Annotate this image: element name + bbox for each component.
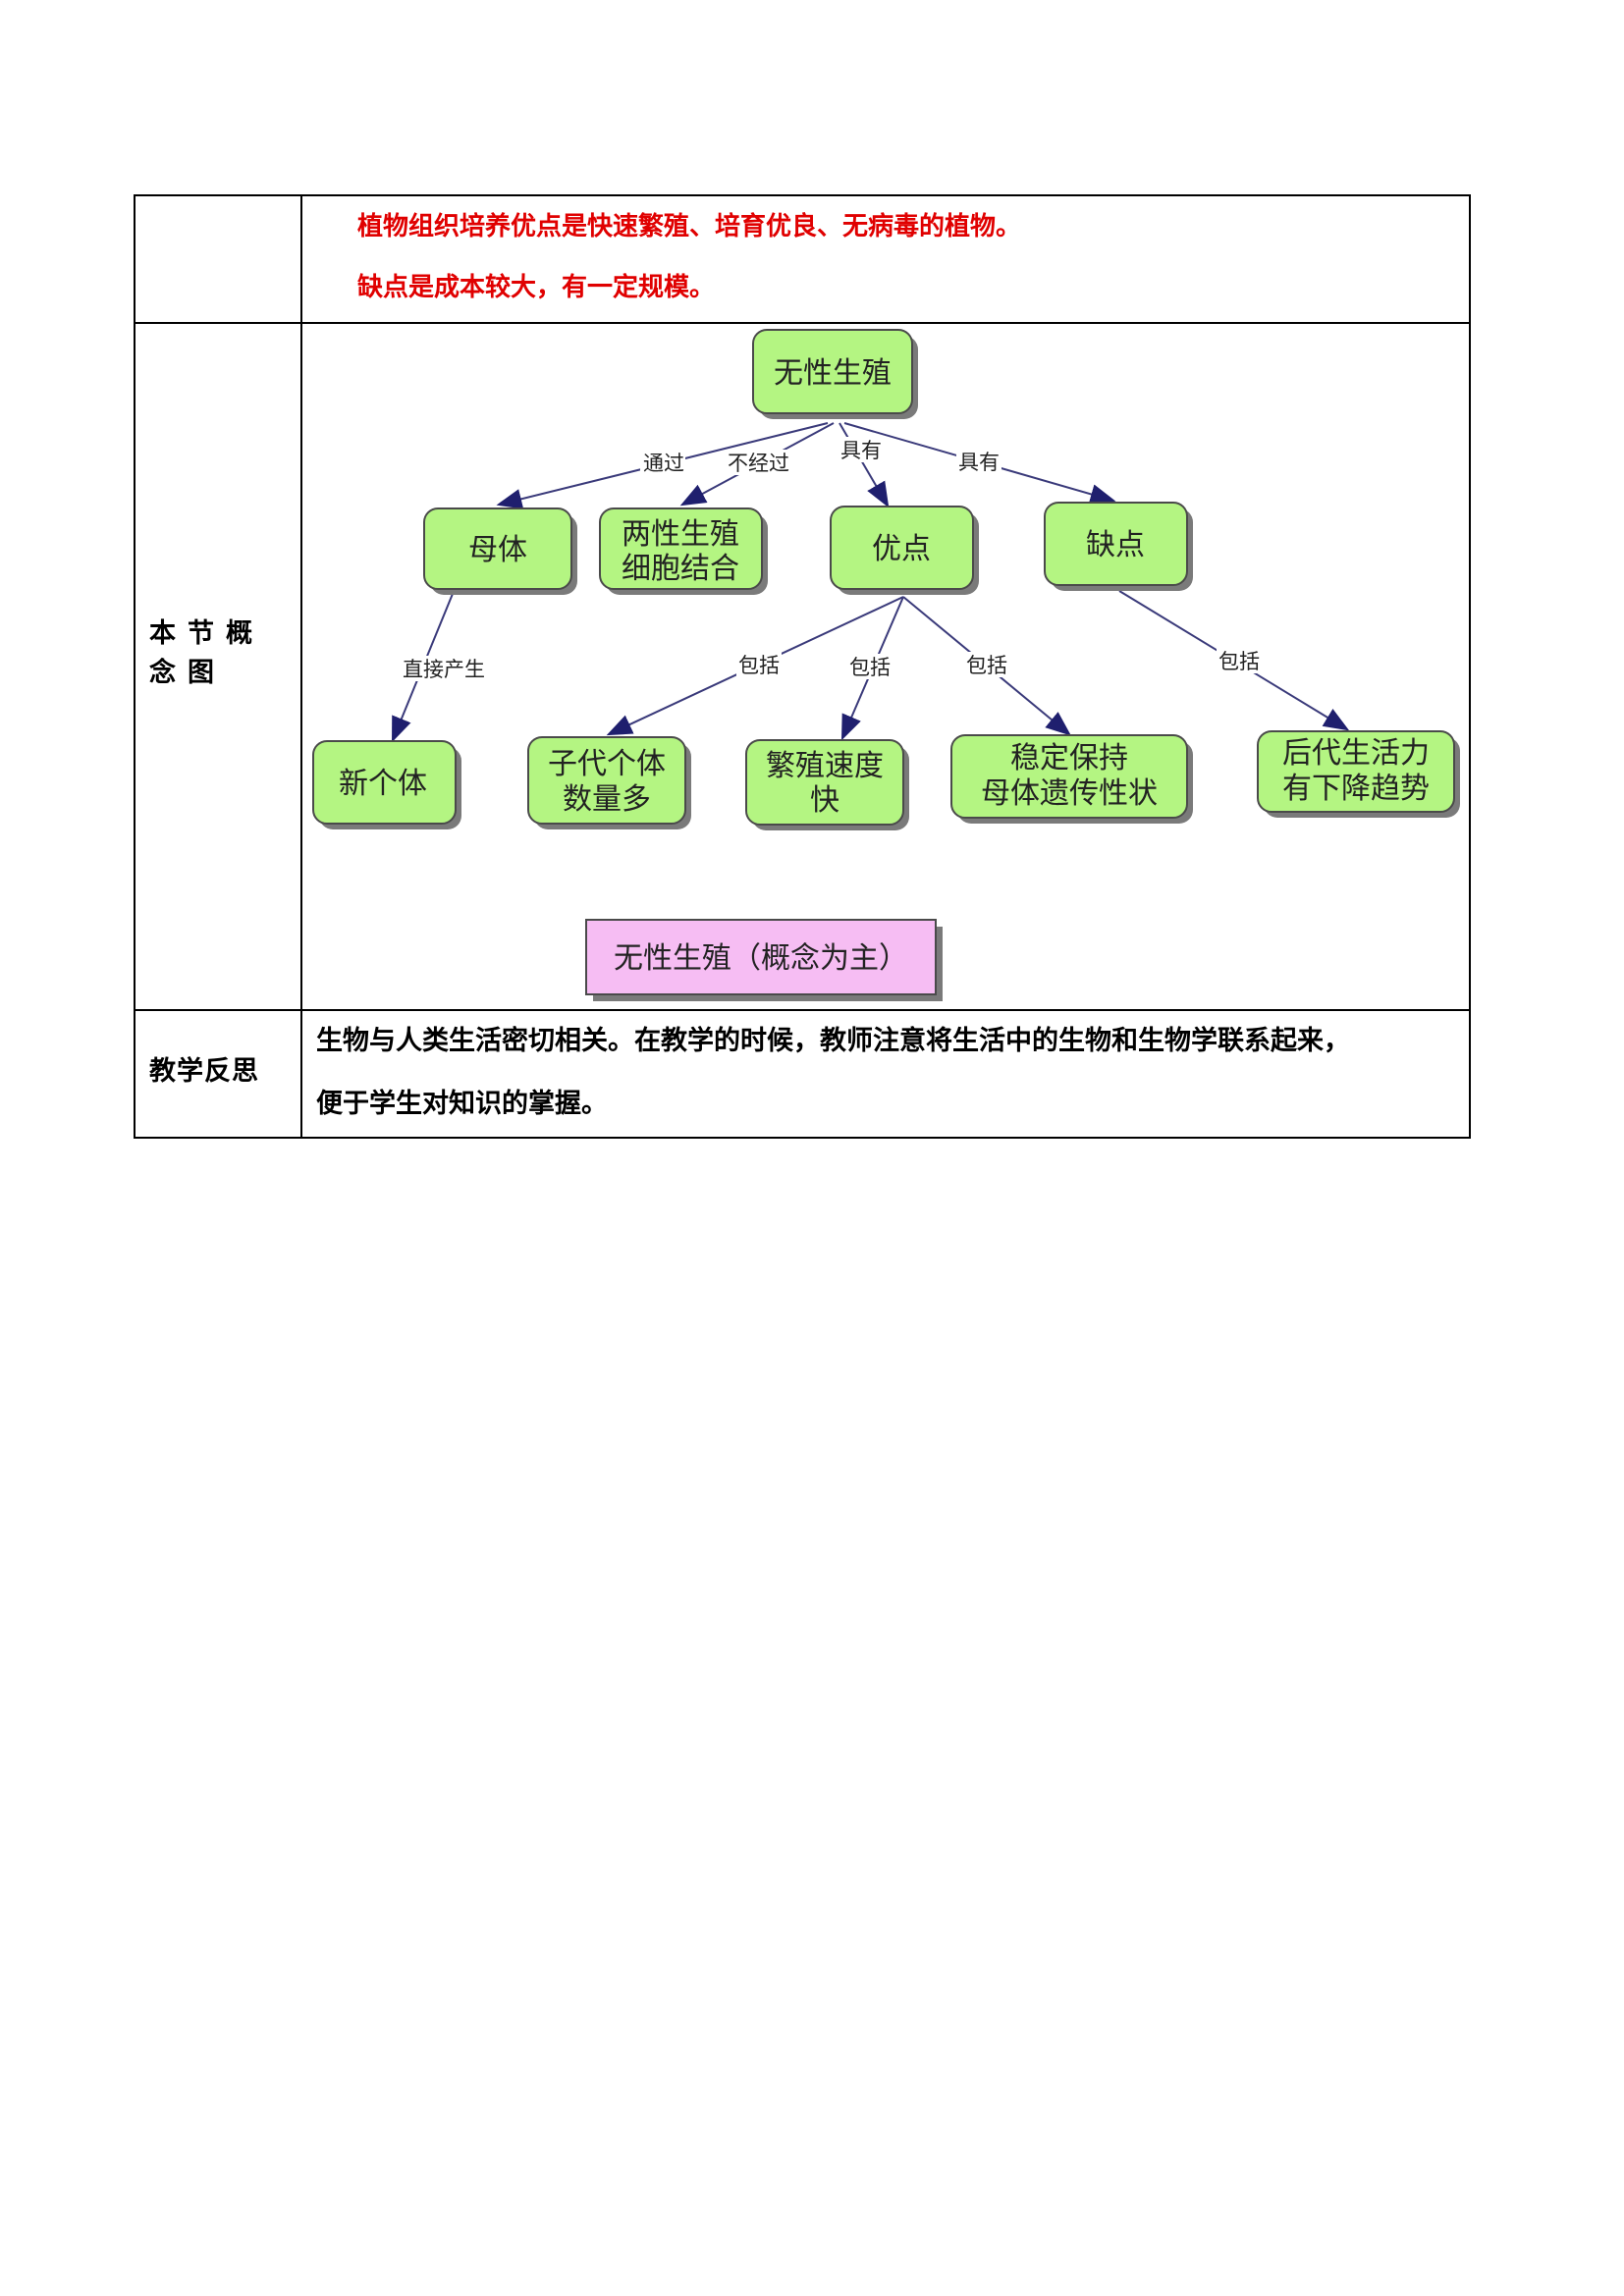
- content-cell: 植物组织培养优点是快速繁殖、培育优良、无病毒的植物。 缺点是成本较大，有一定规模…: [300, 194, 1471, 324]
- table-row: 本节概念图: [134, 322, 1471, 1011]
- reflection-line: 生物与人类生活密切相关。在教学的时候，教师注意将生活中的生物和生物学联系起来，: [316, 1026, 1350, 1056]
- node-decline-line2: 有下降趋势: [1282, 772, 1430, 806]
- node-stable: 稳定保持 母体遗传性状: [950, 734, 1193, 824]
- node-root-label: 无性生殖: [774, 356, 892, 391]
- disadvantage-text: 缺点是成本较大，有一定规模。: [357, 273, 716, 302]
- table-row: 植物组织培养优点是快速繁殖、培育优良、无病毒的植物。 缺点是成本较大，有一定规模…: [134, 194, 1471, 324]
- edge-label-has2: 具有: [958, 451, 1000, 474]
- edge-has-advantage: [839, 422, 890, 508]
- edge-label-via: 通过: [643, 452, 684, 475]
- edge-label-direct: 直接产生: [403, 658, 485, 681]
- reflection-cell: 生物与人类生活密切相关。在教学的时候，教师注意将生活中的生物和生物学联系起来， …: [300, 1009, 1471, 1139]
- caption-label: 无性生殖（概念为主）: [614, 941, 908, 976]
- node-mother: 母体: [423, 507, 577, 595]
- node-fast: 繁殖速度 快: [745, 739, 909, 830]
- node-new-individual-label: 新个体: [339, 767, 427, 801]
- node-fast-line2: 快: [810, 783, 839, 818]
- node-decline: 后代生活力 有下降趋势: [1257, 730, 1460, 818]
- node-no-gametes-line1: 两性生殖: [622, 517, 739, 552]
- node-fast-line1: 繁殖速度: [766, 749, 884, 783]
- node-advantage: 优点: [830, 506, 979, 595]
- edge-label-inc4: 包括: [1218, 650, 1260, 673]
- node-advantage-label: 优点: [872, 532, 931, 566]
- node-many-offspring-line1: 子代个体: [548, 747, 666, 781]
- table-row: 教学反思 生物与人类生活密切相关。在教学的时候，教师注意将生活中的生物和生物学联…: [134, 1009, 1471, 1139]
- node-disadvantage: 缺点: [1044, 502, 1193, 591]
- concept-map-cell: 通过 不经过 具有 具有 直接产生 包括 包括 包: [300, 322, 1471, 1011]
- edge-label-inc1: 包括: [738, 654, 780, 677]
- node-decline-line1: 后代生活力: [1282, 736, 1430, 771]
- row-label-cell: 教学反思: [134, 1009, 302, 1139]
- row-label-cell: [134, 194, 302, 324]
- node-mother-label: 母体: [468, 533, 527, 567]
- node-disadvantage-label: 缺点: [1086, 528, 1145, 562]
- reflection-line: 便于学生对知识的掌握。: [316, 1089, 608, 1119]
- edge-labels: 通过 不经过 具有 具有 直接产生 包括 包括 包: [401, 437, 1262, 681]
- node-stable-line1: 稳定保持: [1010, 741, 1128, 775]
- edge-label-inc2: 包括: [849, 656, 891, 679]
- node-new-individual: 新个体: [312, 740, 461, 829]
- concept-map: 通过 不经过 具有 具有 直接产生 包括 包括 包: [312, 329, 1460, 1001]
- caption-box: 无性生殖（概念为主）: [585, 919, 943, 1001]
- concept-map-label: 本节概念图: [149, 618, 264, 688]
- node-no-gametes: 两性生殖 细胞结合: [599, 507, 768, 595]
- advantage-text: 植物组织培养优点是快速繁殖、培育优良、无病毒的植物。: [357, 212, 1022, 241]
- row-label-cell: 本节概念图: [134, 322, 302, 1011]
- edge-label-inc3: 包括: [966, 654, 1007, 677]
- edge-label-has1: 具有: [840, 439, 882, 462]
- node-many-offspring: 子代个体 数量多: [527, 736, 691, 829]
- edge-label-not-via: 不经过: [728, 452, 789, 475]
- node-no-gametes-line2: 细胞结合: [622, 552, 739, 586]
- reflection-label: 教学反思: [149, 1056, 259, 1087]
- node-many-offspring-line2: 数量多: [563, 782, 651, 817]
- node-root: 无性生殖: [752, 329, 918, 419]
- node-stable-line2: 母体遗传性状: [981, 776, 1158, 811]
- lesson-table: 植物组织培养优点是快速繁殖、培育优良、无病毒的植物。 缺点是成本较大，有一定规模…: [134, 194, 1471, 1139]
